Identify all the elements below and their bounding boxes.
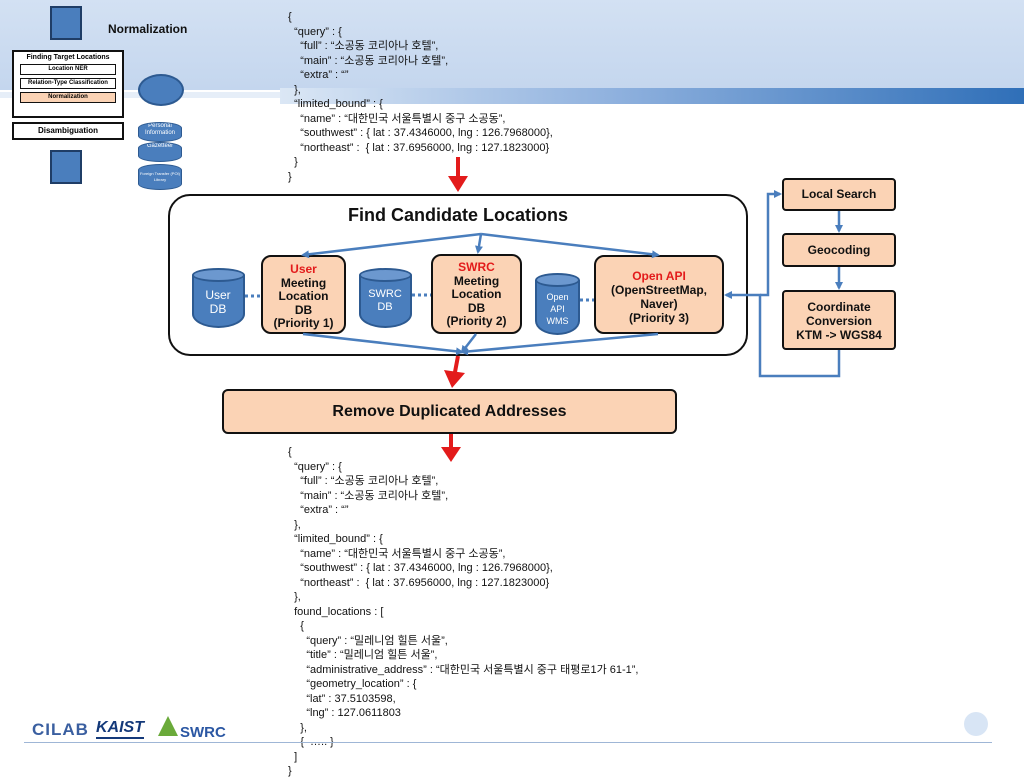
local-search-box: Local Search [782,178,896,211]
kaist-logo: KAIST [96,719,144,739]
open-api-wms-cylinder: Open API WMS [535,273,580,335]
thumb-panel-title: Finding Target Locations [26,54,110,61]
coord-line: Conversion [805,314,872,328]
open-api-box-line: Naver) [640,297,678,311]
swrc-accent: SWRC [458,260,495,274]
json-line: found_locations : [ [288,605,384,618]
swrc-db-cylinder: SWRC DB [359,268,412,328]
user-db-cylinder: User DB [192,268,245,328]
json-line: “limited_bound” : { [288,533,383,545]
thumb-step-1: Location NER [20,64,116,75]
swrc-logo: SWRC [180,724,226,741]
query-json-input: { “query” : { “full” : “소공동 코리아나 호텔”, “m… [288,10,553,184]
json-line: “geometry_location” : { [288,678,417,690]
swrc-box-line: DB [467,300,486,315]
user-accent: User [290,262,317,276]
geocoding-box: Geocoding [782,233,896,267]
user-box-line: Meeting [280,275,327,290]
json-line: “name” : “대한민국 서울특별시 중구 소공동”, [288,112,506,125]
user-box-line: DB [294,302,313,317]
thumb-title: Normalization [108,22,188,36]
thumb-step-3: Normalization [20,92,116,103]
json-line: } [288,765,292,777]
json-line: { [288,11,292,23]
json-line: “northeast” : { lat : 37.6956000, lng : … [288,141,550,154]
json-line: }, [288,83,301,96]
open-api-wms-label: Open API WMS [546,292,569,326]
open-api-box-line: (Priority 3) [628,311,689,325]
swrc-db-label: SWRC DB [368,288,402,313]
json-line: “extra” : “” [288,69,349,81]
cilab-logo: CILAB [32,720,89,739]
coord-line: KTM -> WGS84 [796,328,882,342]
json-line: “lng” : 127.0611803 [288,707,401,719]
json-line: “southwest” : { lat : 37.4346000, lng : … [288,127,553,139]
thumb-circle [138,74,184,106]
header-stripe [280,88,1024,104]
open-api-box-line: (OpenStreetMap, [610,283,707,297]
json-line: “lat” : 37.5103598, [288,692,396,705]
json-line: }, [288,721,307,734]
thumb-step-2: Relation-Type Classification [20,78,116,89]
page-marker-circle [964,712,988,736]
remove-duplicates-box: Remove Duplicated Addresses [222,389,677,434]
thumb-db-1: Personal Information [138,122,182,142]
json-line: “name” : “대한민국 서울특별시 중구 소공동”, [288,547,506,560]
json-line: “query” : { [288,25,342,38]
json-line: “full” : “소공동 코리아나 호텔”, [288,475,439,487]
json-line: “extra” : “” [288,504,349,516]
find-candidates-title: Find Candidate Locations [347,205,568,225]
swrc-box-line: (Priority 2) [446,314,507,328]
thumb-doc-top [50,6,82,40]
swrc-box-line: Location [451,287,502,301]
json-line: “limited_bound” : { [288,98,383,110]
json-line: }, [288,518,301,531]
query-json-output: { “query” : { “full” : “소공동 코리아나 호텔”, “m… [288,445,638,779]
json-line: “title” : “밀레니엄 힐튼 서울”, [288,649,438,661]
thumb-db-3: Foreign Transfer (POI) Library [138,164,182,190]
json-line: “southwest” : { lat : 37.4346000, lng : … [288,562,553,574]
user-box-line: (Priority 1) [273,316,334,330]
json-line: “full” : “소공동 코리아나 호텔”, [288,40,439,52]
json-line: ] [288,750,298,763]
footer-line [24,742,992,743]
swrc-logo-mark [158,716,178,736]
thumb-disambiguation: Disambiguation [12,122,124,140]
thumb-db-2: Gazetteer [138,142,182,162]
coordinate-conversion-box: Coordinate Conversion KTM -> WGS84 [782,290,896,350]
json-line: “main” : “소공동 코리아나 호텔”, [288,54,449,67]
swrc-meeting-location-db-box: SWRC Meeting Location DB (Priority 2) [431,254,522,334]
json-line: “main” : “소공동 코리아나 호텔”, [288,489,449,502]
coord-line: Coordinate [807,300,871,314]
json-line: { [288,446,292,458]
thumb-doc-bottom [50,150,82,184]
json-line: “administrative_address” : “대한민국 서울특별시 중… [288,663,639,676]
json-line: } [288,170,292,183]
user-meeting-location-db-box: User Meeting Location DB (Priority 1) [261,255,346,334]
swrc-box-line: Meeting [453,273,500,288]
red-arrow-middle [444,355,465,388]
json-line: }, [288,591,301,603]
json-line: “northeast” : { lat : 37.6956000, lng : … [288,576,550,589]
json-line: “query” : { [288,460,342,473]
user-db-label: User DB [205,288,231,316]
user-box-line: Location [278,289,329,303]
open-api-box: Open API (OpenStreetMap, Naver) (Priorit… [594,255,724,334]
thumb-panel: Finding Target Locations Location NER Re… [12,50,124,118]
open-api-accent: Open API [632,269,686,283]
thumbnail-diagram: Normalization Finding Target Locations L… [0,0,230,195]
json-line: { [288,620,304,632]
json-line: } [288,156,298,168]
json-line: “query” : “밀레니엄 힐튼 서울”, [288,634,448,647]
